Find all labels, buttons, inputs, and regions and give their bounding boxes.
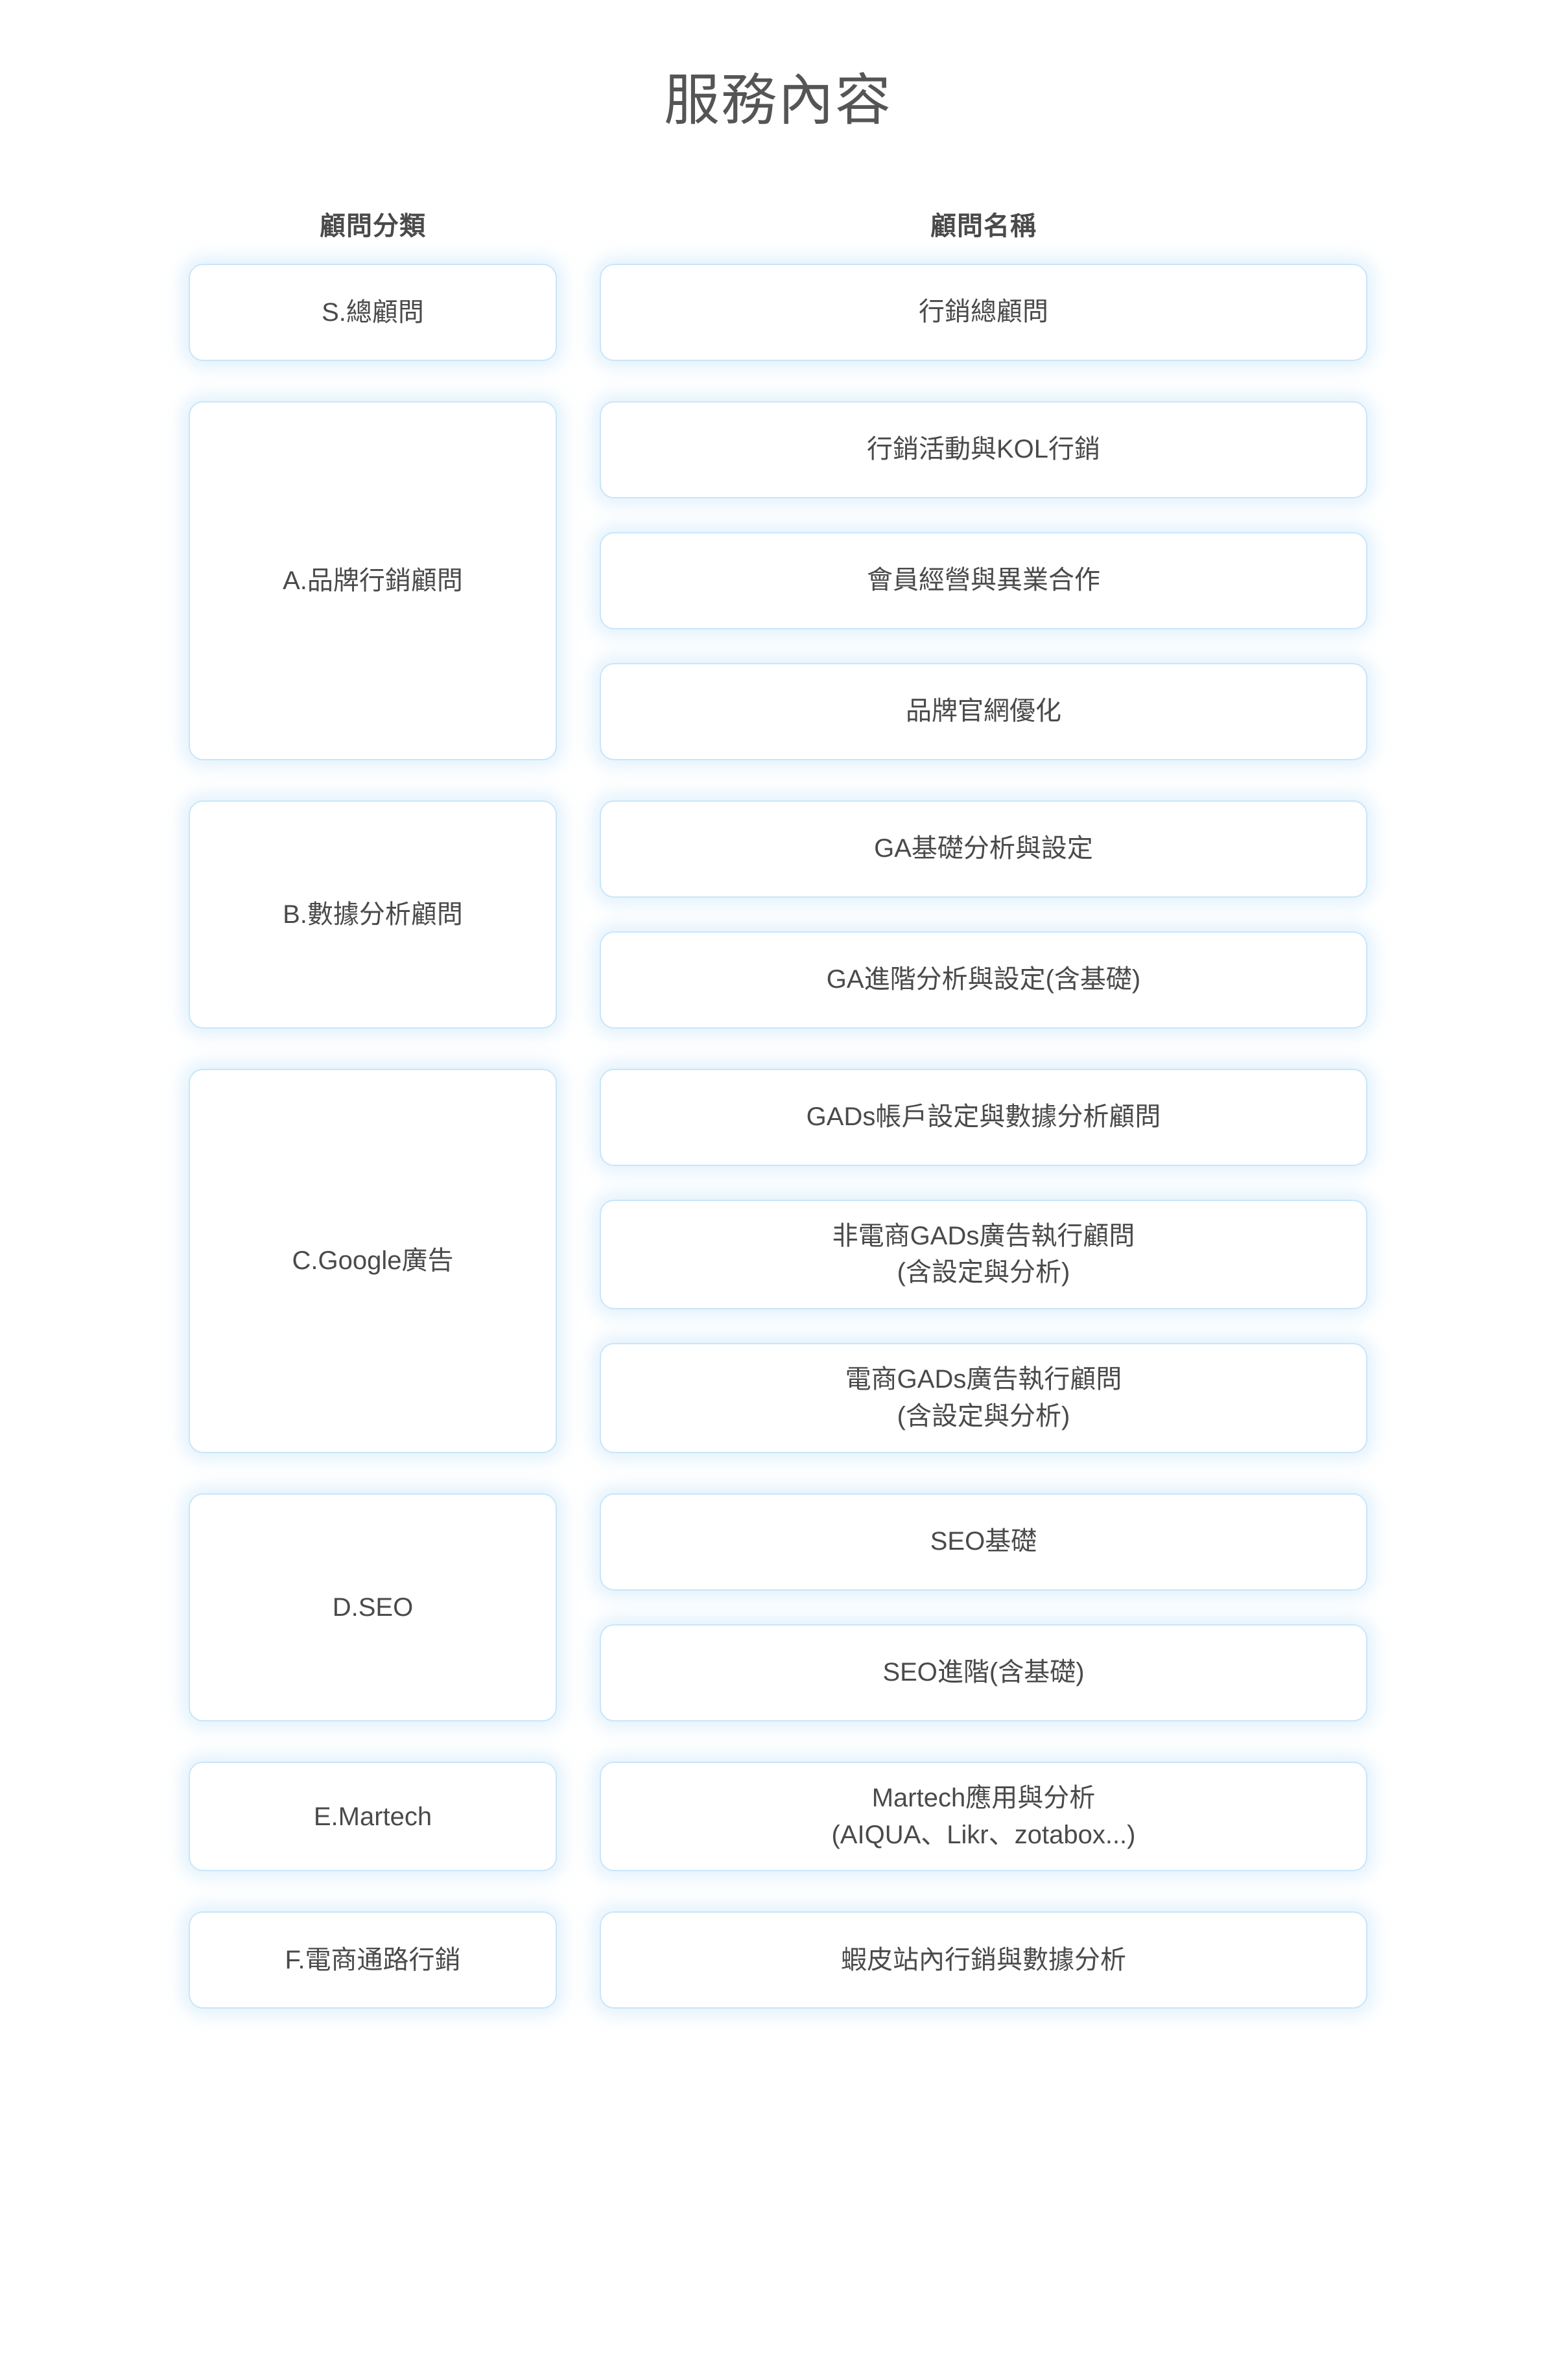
page-title: 服務內容 [664,69,892,132]
service-item-card[interactable]: GA基礎分析與設定 [600,800,1367,898]
service-item-card[interactable]: GA進階分析與設定(含基礎) [600,931,1367,1029]
service-item-card[interactable]: 行銷活動與KOL行銷 [600,401,1367,498]
category-cell: A.品牌行銷顧問 [189,401,557,760]
category-cell: D.SEO [189,1493,557,1721]
column-header-name: 顧問名稱 [930,211,1037,240]
service-items-cell: GA基礎分析與設定 GA進階分析與設定(含基礎) [600,800,1367,1029]
category-cell: S.總顧問 [189,263,557,361]
category-card[interactable]: C.Google廣告 [189,1068,557,1453]
category-card[interactable]: S.總顧問 [189,263,557,361]
service-item-card[interactable]: SEO進階(含基礎) [600,1624,1367,1721]
service-item-card[interactable]: GADs帳戶設定與數據分析顧問 [600,1068,1367,1166]
category-card[interactable]: F.電商通路行銷 [189,1911,557,2009]
service-items-cell: 蝦皮站內行銷與數據分析 [600,1911,1367,2009]
column-header-category: 顧問分類 [320,211,426,240]
service-items-cell: 行銷總顧問 [600,263,1367,361]
category-card[interactable]: A.品牌行銷顧問 [189,401,557,760]
column-gap [557,264,600,361]
column-gap [557,401,600,760]
service-item-card[interactable]: 電商GADs廣告執行顧問 (含設定與分析) [600,1343,1367,1453]
column-gap [557,1911,600,2009]
category-row: B.數據分析顧問 GA基礎分析與設定 GA進階分析與設定(含基礎) [189,800,1367,1029]
category-row: S.總顧問行銷總顧問 [189,263,1367,361]
service-item-card[interactable]: 非電商GADs廣告執行顧問 (含設定與分析) [600,1199,1367,1310]
service-table: 顧問分類 顧問名稱 S.總顧問行銷總顧問 A.品牌行銷顧問行銷活動與KOL行銷會員… [189,132,1367,2009]
table-body: S.總顧問行銷總顧問 A.品牌行銷顧問行銷活動與KOL行銷會員經營與異業合作品牌官… [189,263,1367,2009]
category-row: A.品牌行銷顧問行銷活動與KOL行銷會員經營與異業合作品牌官網優化 [189,401,1367,760]
table-header-row: 顧問分類 顧問名稱 [189,211,1367,264]
category-row: F.電商通路行銷蝦皮站內行銷與數據分析 [189,1911,1367,2009]
service-item-card[interactable]: 會員經營與異業合作 [600,531,1367,629]
category-card[interactable]: D.SEO [189,1493,557,1721]
service-items-cell: GADs帳戶設定與數據分析顧問非電商GADs廣告執行顧問 (含設定與分析) 電商G… [600,1068,1367,1453]
category-card[interactable]: B.數據分析顧問 [189,800,557,1029]
category-cell: F.電商通路行銷 [189,1911,557,2009]
category-card[interactable]: E.Martech [189,1761,557,1872]
service-items-cell: SEO基礎 SEO進階(含基礎) [600,1493,1367,1721]
category-cell: E.Martech [189,1761,557,1872]
column-gap [557,1069,600,1453]
column-gap [557,1493,600,1721]
category-row: E.Martech Martech應用與分析 (AIQUA、Likr、zotabo… [189,1761,1367,1872]
service-item-card[interactable]: 行銷總顧問 [600,263,1367,361]
service-item-card[interactable]: 蝦皮站內行銷與數據分析 [600,1911,1367,2009]
column-gap [557,800,600,1029]
service-item-card[interactable]: 品牌官網優化 [600,662,1367,760]
service-items-cell: Martech應用與分析 (AIQUA、Likr、zotabox...) [600,1761,1367,1872]
category-cell: B.數據分析顧問 [189,800,557,1029]
service-items-cell: 行銷活動與KOL行銷會員經營與異業合作品牌官網優化 [600,401,1367,760]
category-cell: C.Google廣告 [189,1068,557,1453]
service-item-card[interactable]: SEO基礎 [600,1493,1367,1591]
column-gap [557,1762,600,1872]
category-row: D.SEO SEO基礎 SEO進階(含基礎) [189,1493,1367,1721]
service-item-card[interactable]: Martech應用與分析 (AIQUA、Likr、zotabox...) [600,1761,1367,1872]
